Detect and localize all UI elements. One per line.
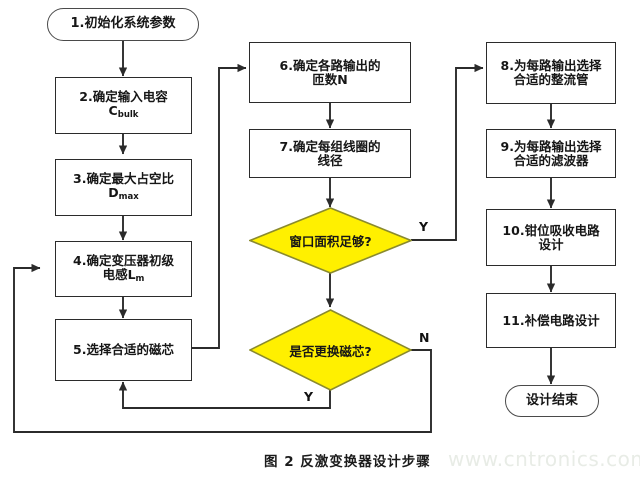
edge-label-d2-yes: Y bbox=[304, 389, 314, 404]
watermark-text: www.cntronics.com bbox=[448, 447, 640, 471]
edge-label-d1-yes: Y bbox=[419, 219, 429, 234]
node-step4: 4.确定变压器初级 电感Lm bbox=[55, 241, 192, 297]
node-step7-line2: 线径 bbox=[317, 152, 343, 168]
node-start-terminator: 1.初始化系统参数 bbox=[47, 8, 199, 41]
node-step10-line2: 设计 bbox=[538, 236, 564, 252]
node-start-label: 1.初始化系统参数 bbox=[70, 16, 176, 32]
node-step9-line2: 合适的滤波器 bbox=[513, 152, 589, 168]
node-step6-line2: 匝数N bbox=[312, 71, 348, 87]
node-step5: 5.选择合适的磁芯 bbox=[55, 319, 192, 381]
node-step10: 10.钳位吸收电路 设计 bbox=[486, 209, 616, 266]
node-step8-line1: 8.为每路输出选择 bbox=[500, 58, 602, 73]
decision1-shape bbox=[249, 207, 412, 274]
decision2-shape bbox=[249, 309, 412, 391]
node-step3-line2: Dmax bbox=[108, 185, 139, 203]
node-step11: 11.补偿电路设计 bbox=[486, 293, 616, 348]
node-step11-label: 11.补偿电路设计 bbox=[502, 312, 600, 328]
node-step9: 9.为每路输出选择 合适的滤波器 bbox=[486, 129, 616, 178]
node-step7: 7.确定每组线圈的 线径 bbox=[249, 129, 411, 178]
node-step9-line1: 9.为每路输出选择 bbox=[500, 138, 602, 154]
node-step7-line1: 7.确定每组线圈的 bbox=[279, 138, 381, 154]
decision2-label: 是否更换磁芯? bbox=[289, 343, 372, 359]
node-step6-line1: 6.确定各路输出的 bbox=[279, 57, 381, 73]
node-step8-line2: 合适的整流管 bbox=[513, 72, 589, 87]
node-decision-change-core: 是否更换磁芯? bbox=[249, 309, 412, 391]
node-end-label: 设计结束 bbox=[525, 392, 578, 408]
figure-caption: 图 2 反激变换器设计步骤 bbox=[264, 454, 431, 470]
node-step3: 3.确定最大占空比 Dmax bbox=[55, 159, 192, 216]
node-end-terminator: 设计结束 bbox=[505, 385, 599, 417]
node-decision-window-area: 窗口面积足够? bbox=[249, 207, 412, 274]
node-step2-line1: 2.确定输入电容 bbox=[79, 89, 168, 105]
node-step10-line1: 10.钳位吸收电路 bbox=[502, 222, 600, 238]
node-step4-line1: 4.确定变压器初级 bbox=[73, 252, 174, 268]
node-step8: 8.为每路输出选择 合适的整流管 bbox=[486, 42, 616, 104]
node-step3-line1: 3.确定最大占空比 bbox=[73, 171, 174, 187]
node-step4-line2: 电感Lm bbox=[102, 266, 145, 284]
edge-label-d2-no: N bbox=[419, 330, 430, 345]
node-step5-label: 5.选择合适的磁芯 bbox=[73, 342, 174, 357]
decision1-label: 窗口面积足够? bbox=[289, 234, 372, 249]
node-step2: 2.确定输入电容 Cbulk bbox=[55, 77, 192, 134]
node-step2-line2: Cbulk bbox=[108, 103, 139, 121]
node-step6: 6.确定各路输出的 匝数N bbox=[249, 42, 411, 103]
